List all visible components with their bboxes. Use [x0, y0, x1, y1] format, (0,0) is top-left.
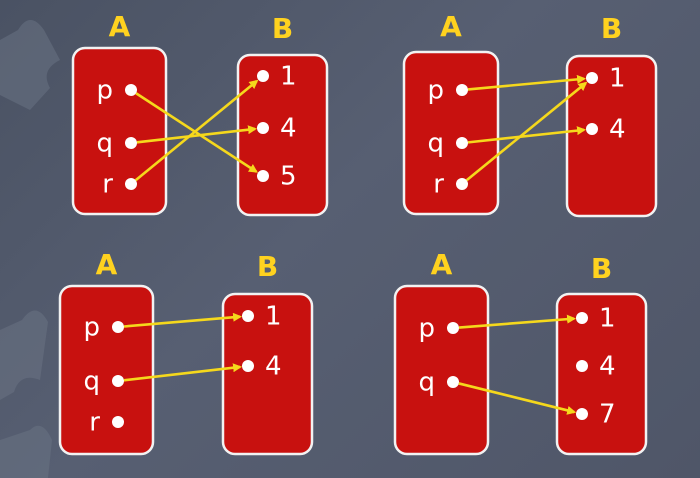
- element-dot: [112, 416, 124, 428]
- element-dot: [456, 84, 468, 96]
- mapping-arrow-r-to-1: [134, 79, 259, 182]
- element-label: q: [96, 129, 113, 159]
- element-dot: [456, 137, 468, 149]
- element-label: 1: [599, 304, 616, 334]
- element-label: 5: [280, 162, 297, 192]
- set-box: [402, 50, 500, 216]
- mapping-arrow-q-to-4: [467, 126, 587, 144]
- element-dot: [257, 70, 269, 82]
- element-label: 1: [609, 64, 626, 94]
- codomain-set-2: B 1 4: [565, 12, 658, 218]
- mapping-arrow-p-to-1: [458, 314, 577, 329]
- set-box: [71, 46, 168, 216]
- mapping-diagram-4: Apq B 1 4 7: [393, 248, 648, 456]
- codomain-set-1: B 1 4 5: [236, 12, 329, 217]
- element-dot: [257, 122, 269, 134]
- set-title: A: [431, 248, 453, 281]
- mapping-arrows-4: [458, 314, 577, 415]
- element-dot: [112, 321, 124, 333]
- set-title: A: [96, 248, 118, 281]
- element-label: 7: [599, 400, 616, 430]
- element-dot: [586, 72, 598, 84]
- element-dot: [257, 170, 269, 182]
- element-label: p: [96, 76, 113, 106]
- set-title: B: [257, 250, 278, 283]
- set-box: [221, 292, 314, 456]
- mapping-arrow-p-to-1: [123, 312, 243, 328]
- element-label: r: [89, 408, 100, 438]
- element-label: r: [102, 170, 113, 200]
- element-label: r: [433, 170, 444, 200]
- element-label: p: [427, 76, 444, 106]
- set-title: A: [109, 10, 131, 43]
- element-dot: [456, 178, 468, 190]
- element-dot: [576, 360, 588, 372]
- mapping-arrow-p-to-5: [135, 92, 258, 173]
- element-label: p: [418, 314, 435, 344]
- element-dot: [125, 84, 137, 96]
- domain-set-4: Apq: [393, 248, 490, 456]
- element-dot: [125, 137, 137, 149]
- mapping-arrows-2: [465, 74, 588, 182]
- element-label: q: [418, 368, 435, 398]
- codomain-set-3: B 1 4: [221, 250, 314, 456]
- mapping-arrow-q-to-4: [136, 125, 258, 144]
- mapping-arrow-q-to-7: [458, 382, 577, 415]
- set-title: B: [272, 12, 293, 45]
- codomain-set-4: B 1 4 7: [555, 252, 648, 456]
- set-box: [565, 54, 658, 218]
- background-puzzle-decoration: [0, 20, 60, 478]
- element-dot: [576, 312, 588, 324]
- set-title: B: [601, 12, 622, 45]
- mapping-arrow-q-to-4: [123, 363, 243, 382]
- element-dot: [112, 375, 124, 387]
- element-label: p: [83, 313, 100, 343]
- element-dot: [242, 310, 254, 322]
- element-label: q: [83, 367, 100, 397]
- element-dot: [447, 376, 459, 388]
- element-label: 4: [599, 352, 616, 382]
- element-label: 4: [280, 114, 297, 144]
- element-label: 4: [265, 352, 282, 382]
- set-box: [393, 284, 490, 456]
- element-dot: [586, 123, 598, 135]
- mapping-arrow-p-to-1: [467, 74, 587, 91]
- element-label: 4: [609, 115, 626, 145]
- element-dot: [447, 322, 459, 334]
- mapping-arrows-3: [123, 312, 243, 382]
- element-dot: [242, 360, 254, 372]
- set-box: [58, 284, 155, 456]
- set-title: A: [440, 10, 462, 43]
- element-dot: [125, 178, 137, 190]
- element-label: q: [427, 129, 444, 159]
- element-dot: [576, 408, 588, 420]
- element-label: 1: [280, 62, 297, 92]
- mapping-arrow-r-to-1: [465, 81, 588, 182]
- mapping-arrows-1: [134, 79, 259, 182]
- set-title: B: [591, 252, 612, 285]
- element-label: 1: [265, 302, 282, 332]
